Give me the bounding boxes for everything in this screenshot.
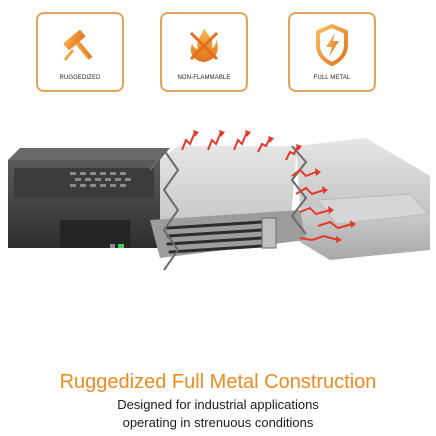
badge-label: FULL METAL bbox=[313, 75, 351, 81]
feature-badge-non-flammable: NON-FLAMMABLE bbox=[160, 12, 248, 92]
feature-badge-ruggedized: RUGGEDIZED bbox=[36, 12, 124, 92]
dark-chassis bbox=[8, 148, 170, 248]
hammer-icon bbox=[38, 22, 122, 68]
heat-arrows bbox=[181, 130, 356, 243]
badge-label: NON-FLAMMABLE bbox=[177, 75, 231, 81]
badge-label: RUGGEDIZED bbox=[59, 75, 101, 81]
subtitle-line-1: Designed for industrial applications bbox=[117, 397, 319, 412]
silver-cutaway bbox=[149, 145, 308, 271]
subtitle-line-2: operating in strenuous conditions bbox=[122, 415, 314, 430]
headline: Ruggedized Full Metal Construction bbox=[59, 371, 377, 393]
feature-badge-full-metal: FULL METAL bbox=[288, 12, 376, 92]
drive-enclosure-illustration bbox=[0, 110, 436, 280]
metal-tray bbox=[296, 138, 430, 260]
no-flame-icon bbox=[162, 22, 246, 68]
shield-icon bbox=[290, 22, 374, 68]
